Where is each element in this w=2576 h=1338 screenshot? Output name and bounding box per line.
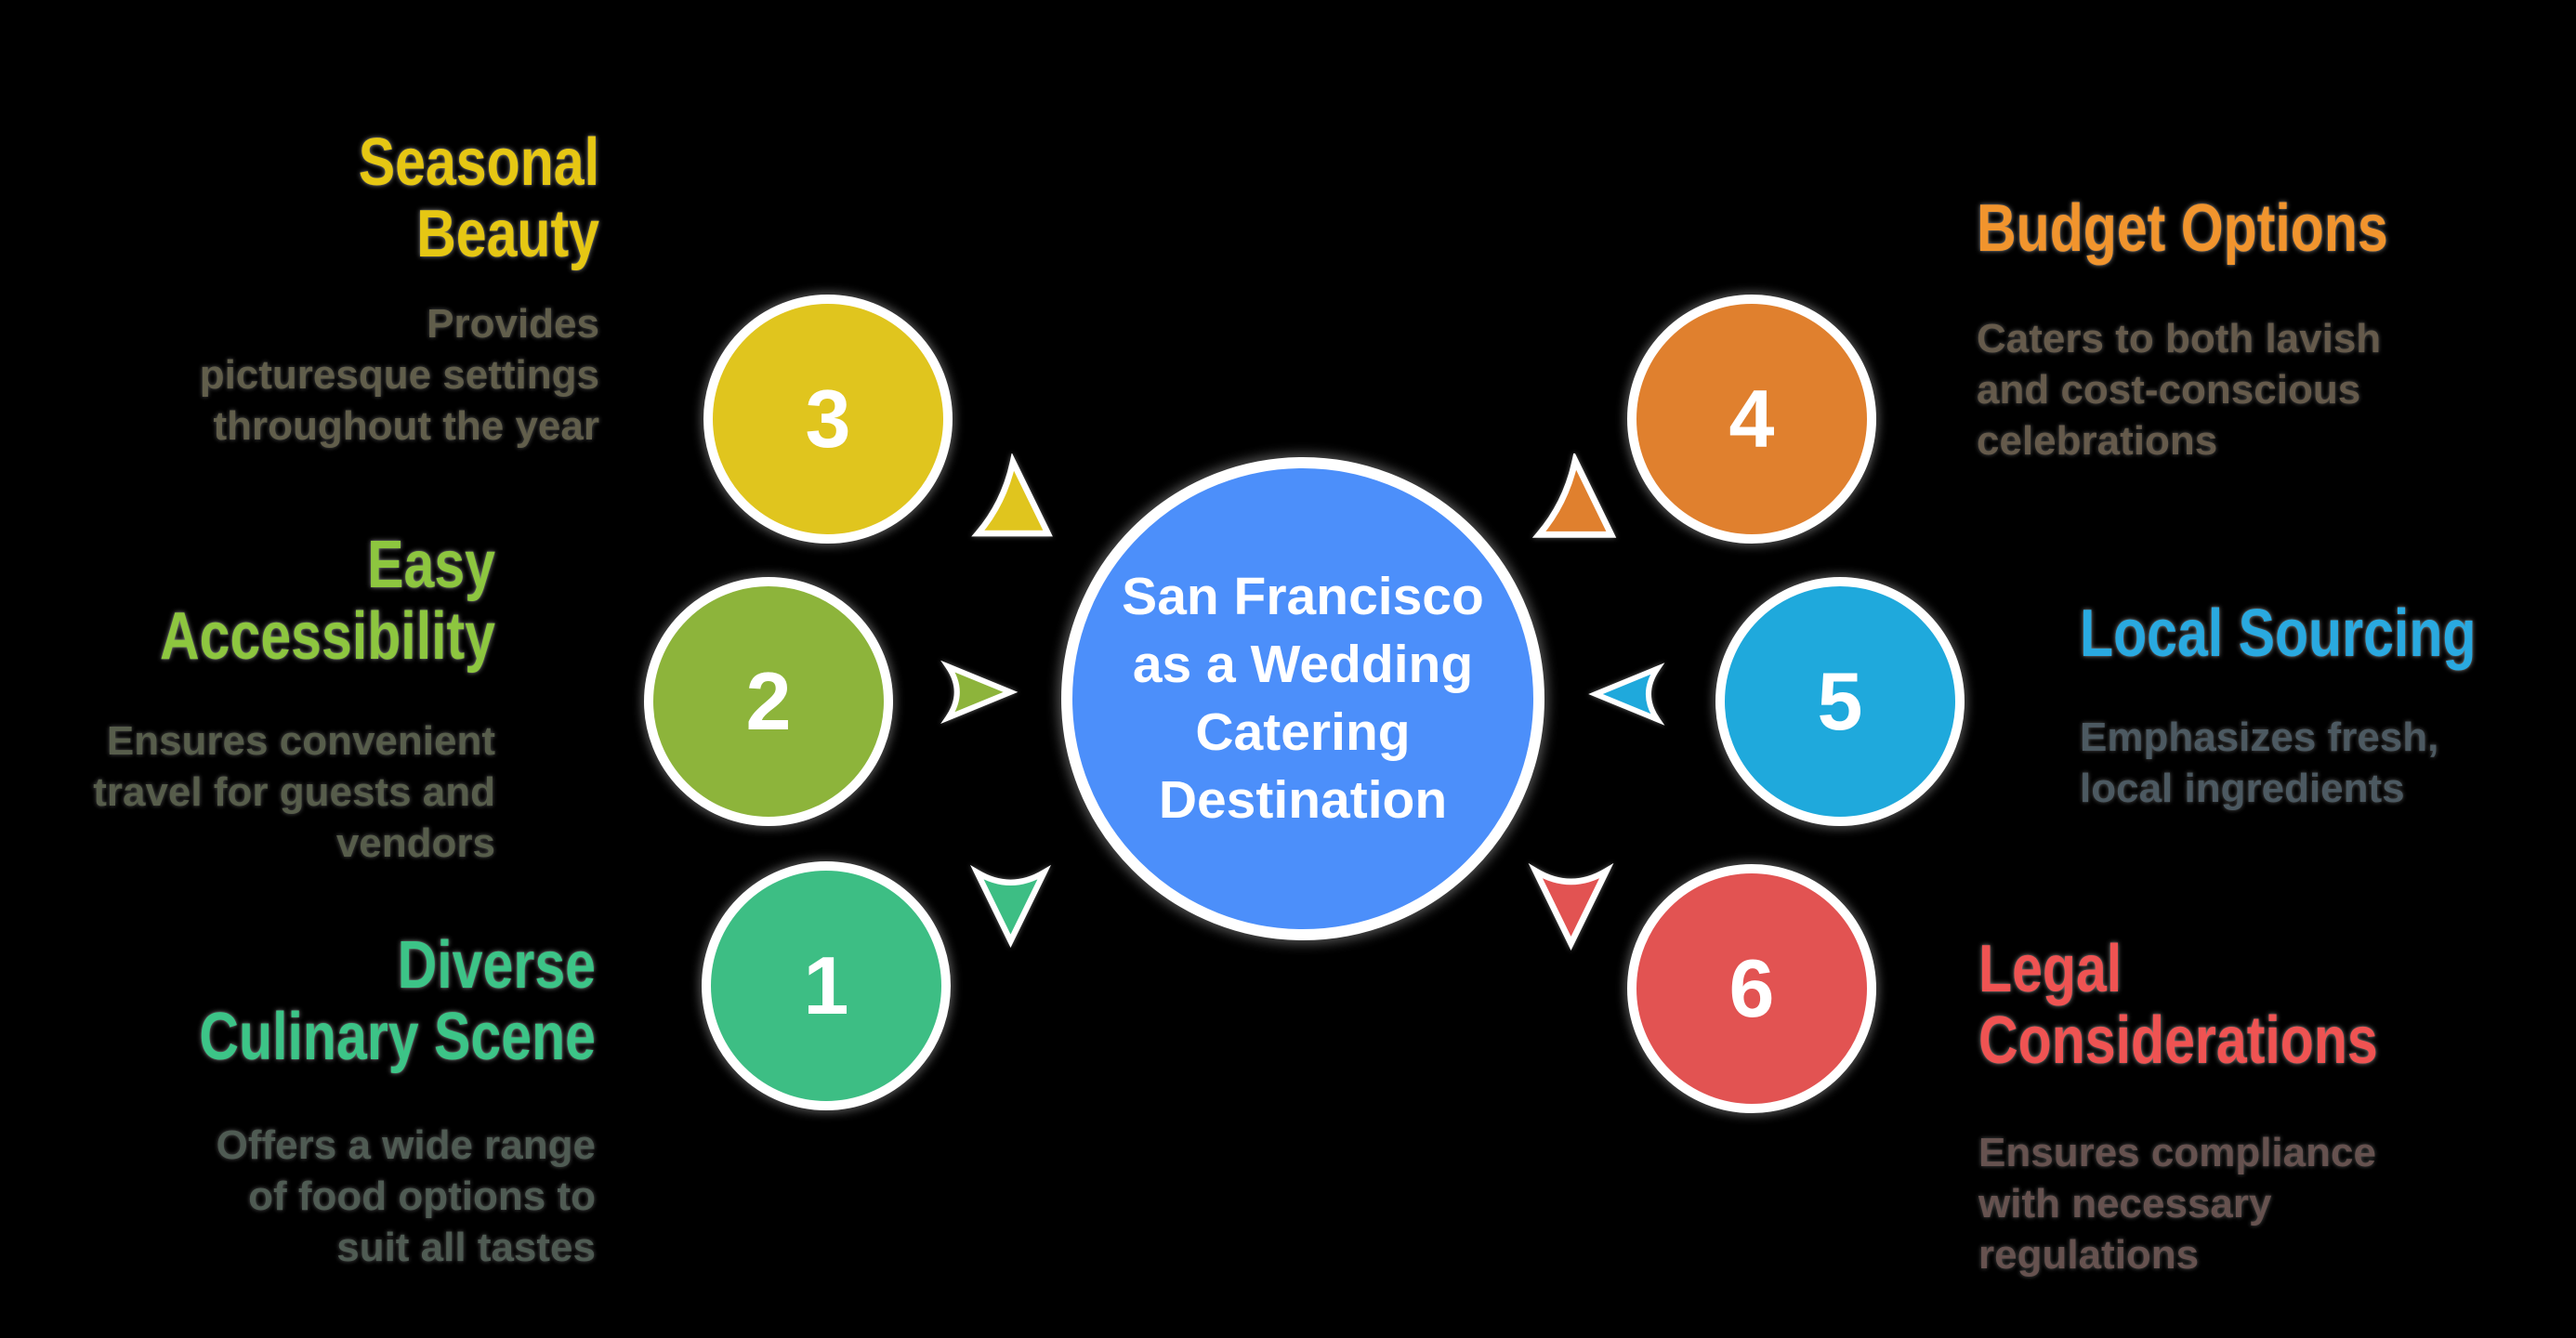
label-description: Caters to both lavish and cost-conscious… — [1977, 316, 2382, 464]
label-seasonal-beauty: Seasonal Beauty Provides picturesque set… — [0, 127, 599, 452]
step-circle-2: 2 — [644, 577, 893, 826]
step-circle-1: 1 — [702, 861, 951, 1110]
step-number-1: 1 — [803, 939, 849, 1031]
label-heading: Legal Considerations — [1978, 932, 2378, 1078]
label-description: Offers a wide range of food options to s… — [216, 1122, 596, 1270]
label-description: Emphasizes fresh, local ingredients — [2080, 715, 2439, 811]
label-local-sourcing: Local Sourcing Emphasizes fresh, local i… — [2080, 598, 2576, 814]
label-legal-considerations: Legal Considerations Ensures compliance … — [1978, 934, 2576, 1280]
label-description: Ensures compliance with necessary regula… — [1978, 1130, 2376, 1278]
label-heading: Easy Accessibility — [160, 528, 495, 674]
arrow-right-icon — [940, 660, 1019, 725]
step-number-6: 6 — [1728, 942, 1775, 1034]
arrow-up-icon — [971, 453, 1053, 537]
label-easy-accessibility: Easy Accessibility Ensures convenient tr… — [0, 530, 495, 869]
step-number-3: 3 — [805, 373, 851, 465]
arrow-down-icon — [1528, 862, 1614, 951]
label-heading: Seasonal Beauty — [358, 125, 599, 271]
center-topic-title: San Francisco as a Wedding Catering Dest… — [1122, 567, 1484, 830]
step-number-4: 4 — [1728, 373, 1775, 465]
step-circle-6: 6 — [1627, 864, 1876, 1113]
label-description: Provides picturesque settings throughout… — [199, 301, 599, 449]
step-circle-4: 4 — [1627, 295, 1876, 544]
arrow-up-icon — [1531, 453, 1617, 538]
step-circle-5: 5 — [1715, 577, 1965, 826]
arrow-left-icon — [1588, 662, 1665, 726]
arrow-down-icon — [970, 864, 1051, 948]
label-heading: Diverse Culinary Scene — [199, 928, 596, 1074]
step-number-5: 5 — [1817, 655, 1863, 747]
label-diverse-culinary-scene: Diverse Culinary Scene Offers a wide ran… — [0, 930, 596, 1273]
label-budget-options: Budget Options Caters to both lavish and… — [1977, 193, 2576, 466]
step-circle-3: 3 — [703, 295, 953, 544]
center-topic-circle: San Francisco as a Wedding Catering Dest… — [1061, 457, 1544, 940]
step-number-2: 2 — [745, 655, 792, 747]
label-heading: Budget Options — [1977, 191, 2388, 266]
label-description: Ensures convenient travel for guests and… — [93, 718, 495, 866]
label-heading: Local Sourcing — [2080, 597, 2477, 671]
